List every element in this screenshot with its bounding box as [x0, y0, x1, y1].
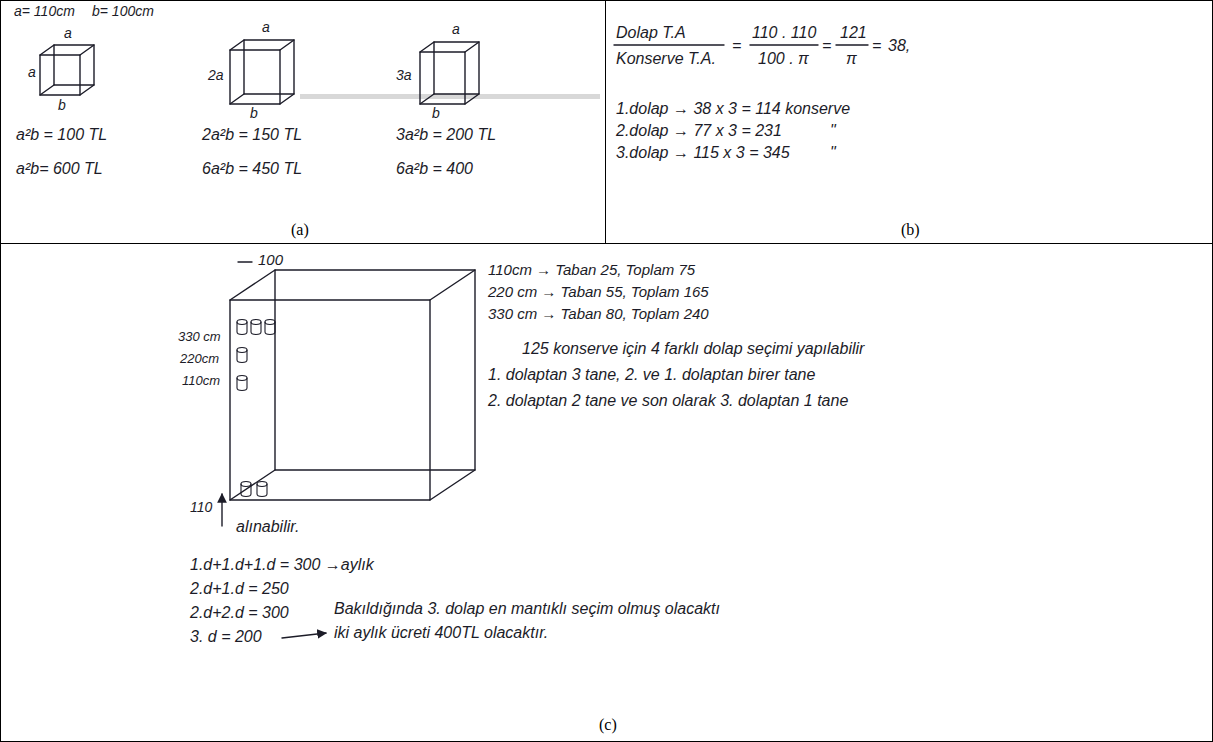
figure-panel: (a) — [0, 0, 606, 244]
figure-panel: (b) — [605, 0, 1213, 244]
fraction-term: 121 — [840, 24, 867, 42]
edge-label: b — [432, 106, 440, 121]
edge-label: 2a — [208, 68, 224, 83]
cube-sketch — [230, 40, 294, 104]
conclusion-arrow — [282, 633, 326, 638]
price-equation: 6a²b = 400 — [396, 160, 473, 178]
price-equation: 2a²b = 150 TL — [202, 126, 302, 144]
calculation-line: 1.dolap → 38 x 3 = 114 konserve — [616, 100, 850, 118]
fraction-term: 110 . 110 — [752, 24, 816, 42]
panel-caption: (c) — [599, 716, 617, 734]
cube-sketch — [40, 45, 94, 95]
cost-equation: 1.d+1.d+1.d = 300 →aylık — [190, 556, 374, 574]
calculation-line: 2.dolap → 77 x 3 = 231 — [616, 122, 782, 140]
equals-sign: = — [732, 37, 741, 55]
dimension-note: a= 110cm — [14, 4, 75, 19]
edge-label: a — [452, 22, 460, 37]
conclusion-note: Bakıldığında 3. dolap en mantıklı seçim … — [334, 600, 720, 618]
fraction-term: Dolap T.A — [616, 24, 686, 42]
calculation-line: 3.dolap → 115 x 3 = 345 — [616, 144, 790, 162]
fraction-term: Konserve T.A. — [616, 50, 716, 68]
note-line: alınabilir. — [236, 518, 299, 536]
ditto-mark: " — [830, 122, 836, 140]
height-label: 110 — [190, 500, 212, 515]
cost-equation: 2.d+2.d = 300 — [190, 604, 289, 622]
scan-smudge — [300, 94, 600, 99]
cost-equation: 2.d+1.d = 250 — [190, 580, 289, 598]
price-equation: a²b= 600 TL — [16, 160, 103, 178]
equals-sign: = — [872, 37, 881, 55]
panel-caption: (b) — [901, 221, 920, 239]
height-label: 110cm — [182, 374, 220, 388]
edge-label: b — [58, 98, 66, 113]
cost-equation: 3. d = 200 — [190, 628, 262, 646]
ditto-mark: " — [830, 144, 836, 162]
result-value: 38, — [888, 37, 910, 55]
cube-sketch — [420, 42, 479, 104]
note-line: 2. dolaptan 2 tane ve son olarak 3. dola… — [488, 392, 848, 410]
calculation-line: 110cm → Taban 25, Toplam 75 — [488, 262, 695, 279]
height-label: 220cm — [180, 352, 219, 366]
can-sketch — [237, 320, 275, 497]
fraction-term: 100 . π — [758, 50, 809, 68]
edge-label: a — [64, 26, 72, 41]
height-arrow — [221, 494, 222, 526]
conclusion-note: iki aylık ücreti 400TL olacaktır. — [334, 624, 548, 642]
dimension-note: 100 — [258, 252, 283, 269]
fraction-term: π — [846, 50, 857, 68]
note-line: 1. dolaptan 3 tane, 2. ve 1. dolaptan bi… — [488, 366, 815, 384]
dimension-note: b= 100cm — [92, 4, 154, 19]
panel-caption: (a) — [291, 221, 309, 239]
price-equation: 6a²b = 450 TL — [202, 160, 302, 178]
calculation-line: 220 cm → Taban 55, Toplam 165 — [488, 284, 709, 301]
fraction-bar — [614, 44, 868, 45]
price-equation: a²b = 100 TL — [16, 126, 107, 144]
edge-label: 3a — [396, 68, 412, 83]
price-equation: 3a²b = 200 TL — [396, 126, 496, 144]
equals-sign: = — [822, 37, 831, 55]
edge-label: a — [28, 65, 36, 80]
height-label: 330 cm — [178, 330, 221, 344]
edge-label: a — [262, 20, 270, 35]
cabinet-sketch — [230, 262, 475, 500]
note-line: 125 konserve için 4 farklı dolap seçimi … — [522, 340, 864, 358]
figure-panel: (c) — [0, 243, 1213, 742]
edge-label: b — [250, 106, 258, 121]
calculation-line: 330 cm → Taban 80, Toplam 240 — [488, 306, 709, 323]
